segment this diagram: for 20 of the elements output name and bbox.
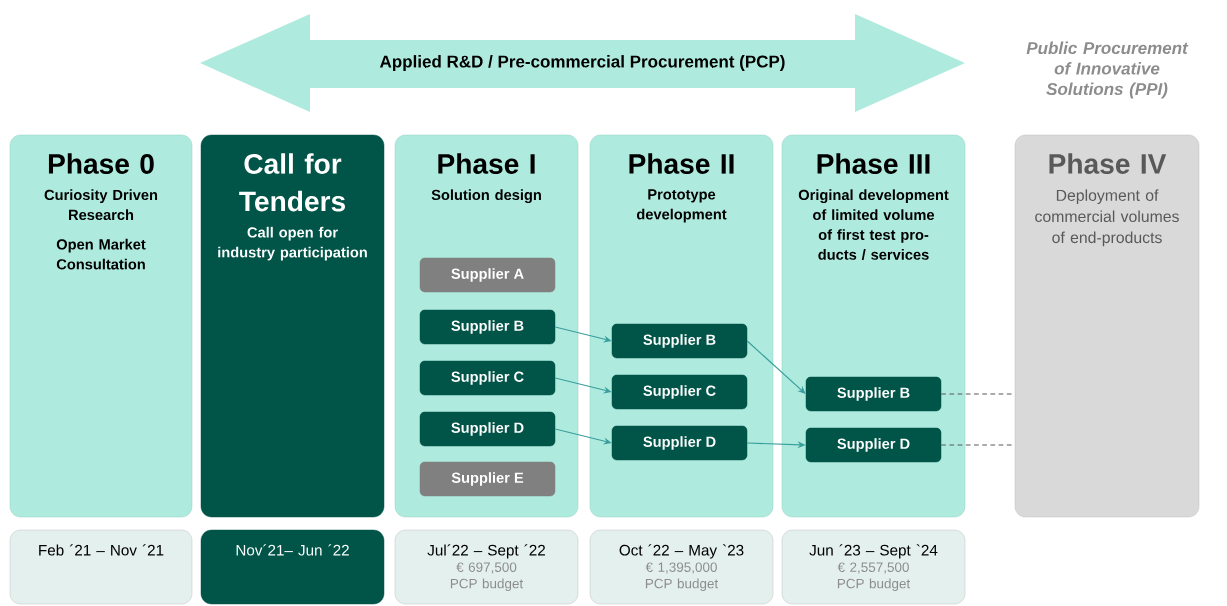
supplier-box: Supplier A (419, 257, 556, 293)
supplier-box: Supplier B (611, 323, 748, 359)
timeline-box: Nov´21– Jun ´22 (200, 529, 385, 605)
supplier-box: Supplier C (611, 374, 748, 410)
timeline-box: Feb ´21 – Nov ´21 (9, 529, 193, 605)
supplier-box: Supplier D (805, 427, 942, 463)
arrow (746, 340, 806, 394)
supplier-box: Supplier B (419, 309, 556, 345)
phase-column: Phase 0 Curiosity Driven Research Open Market Consultation (9, 134, 193, 518)
supplier-box: Supplier D (611, 425, 748, 461)
supplier-box: Supplier C (419, 360, 556, 396)
timeline-box: Jun ´23 – Sept `24 € 2,557,500 PCP budget (781, 529, 966, 605)
phase-column: Phase IV Deployment of commercial volumes of end-products (1014, 134, 1200, 518)
ppi-label: Public Procurement of Innovative Solutions (PPI) (1026, 41, 1189, 99)
phase-column: Call for Tenders Call open for industry participation (200, 134, 385, 518)
timeline-box: Oct ´22 – May `23 € 1,395,000 PCP budget (589, 529, 774, 605)
timeline-box: Jul´22 – Sept ´22 € 697,500 PCP budget (394, 529, 579, 605)
supplier-box: Supplier B (805, 376, 942, 412)
supplier-box: Supplier D (419, 411, 556, 447)
supplier-box: Supplier E (419, 461, 556, 497)
